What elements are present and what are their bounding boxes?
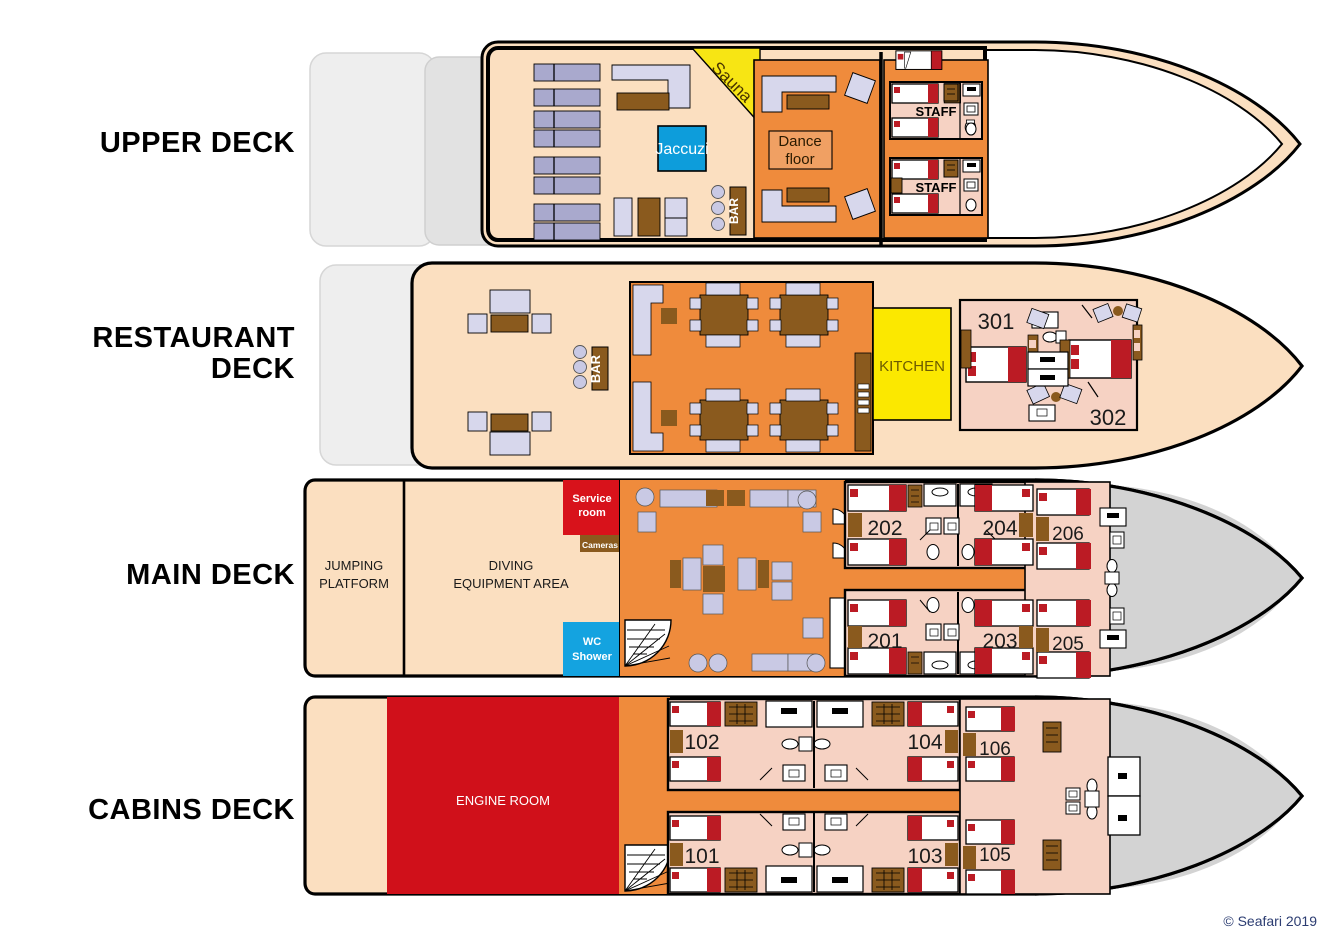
cabin-204-label: 204 [982, 517, 1017, 540]
cabin-205-label: 205 [1052, 634, 1084, 655]
cabin-102-label: 102 [684, 731, 719, 754]
cabin-101-label: 101 [684, 845, 719, 868]
upper-lounge-sofa-aft [611, 64, 691, 111]
cameras-room [580, 535, 620, 552]
wc-shower-label-line2: Shower [572, 651, 612, 663]
upper-deck-boundary [486, 46, 987, 242]
engine-room-label: ENGINE ROOM [456, 793, 550, 808]
wc-shower-label-line1: WC [583, 636, 601, 648]
cabins-corridor [660, 790, 960, 812]
restaurant-bar-label: BAR [588, 354, 603, 383]
upper-bar-label: BAR [727, 198, 741, 224]
upper-bar [711, 185, 747, 236]
deck-cabins [303, 695, 1305, 896]
restaurant-dining-tables [689, 282, 839, 453]
deck-upper: STAFF STAFF [309, 40, 1302, 248]
deck-label-upper: UPPER DECK [99, 127, 295, 159]
dance-floor-label-line2: floor [785, 151, 814, 168]
main-cabins-block [843, 480, 1127, 679]
cabin-301-label: 301 [978, 309, 1015, 334]
diving-area-label-line1: DIVING [489, 558, 534, 573]
restaurant-banquettes [632, 284, 677, 452]
deck-main [303, 478, 1305, 679]
cabin-103-label: 103 [907, 845, 942, 868]
restaurant-bath-core [1027, 351, 1069, 387]
cabin-105-label: 105 [979, 845, 1011, 866]
jumping-platform-label-line1: JUMPING [325, 558, 384, 573]
deck-label-restaurant-line1: RESTAURANT [92, 322, 295, 354]
cabin-302-label: 302 [1090, 405, 1127, 430]
staff-cabin-2: STAFF [889, 157, 983, 216]
copyright-notice: © Seafari 2019 [1223, 913, 1317, 929]
main-corridor [845, 568, 1025, 590]
cabins-block [666, 697, 1141, 896]
restaurant-outdoor-seating [467, 289, 552, 456]
jaccuzi-label: Jaccuzi [655, 141, 708, 158]
cabins-staircase [624, 844, 672, 892]
upper-rear-platform-outer [309, 52, 436, 247]
upper-bow-open-area [984, 49, 1284, 239]
jaccuzi-pool [657, 125, 707, 172]
cameras-label: Cameras [582, 540, 618, 550]
dance-floor-label-line1: Dance [778, 133, 821, 150]
cabin-201-label: 201 [867, 630, 902, 653]
staff-cabin-1-label: STAFF [916, 104, 957, 119]
staff-cabin-2-label: STAFF [916, 180, 957, 195]
cabin-106-label: 106 [979, 739, 1011, 760]
upper-coffee-table-aft [616, 92, 670, 111]
upper-disco-furniture [761, 72, 876, 223]
cabin-203-label: 203 [982, 630, 1017, 653]
restaurant-service-counter [854, 352, 872, 452]
deck-restaurant [319, 261, 1305, 470]
kitchen-label: KITCHEN [879, 358, 945, 375]
restaurant-bar [573, 345, 609, 391]
diving-area-label-line2: EQUIPMENT AREA [453, 576, 569, 591]
upper-seating-group [613, 197, 688, 237]
deck-label-main: MAIN DECK [126, 559, 295, 591]
service-room [563, 480, 620, 535]
service-room-label-line2: room [578, 507, 606, 519]
cabin-206-label: 206 [1052, 524, 1084, 545]
cabin-202-label: 202 [867, 517, 902, 540]
main-saloon-furniture [624, 487, 849, 673]
service-room-label-line1: Service [572, 493, 611, 505]
wc-shower-room [563, 622, 620, 676]
kitchen-room [872, 307, 952, 421]
deck-label-cabins: CABINS DECK [88, 794, 295, 826]
cabin-104-label: 104 [907, 731, 942, 754]
cabin-302 [1026, 302, 1143, 422]
jumping-platform-label-line2: PLATFORM [319, 576, 389, 591]
restaurant-suites-block [958, 298, 1143, 432]
deck-label-restaurant-line2: DECK [210, 353, 295, 386]
dance-floor-area [768, 130, 833, 170]
staff-cabin-1: STAFF [889, 50, 983, 140]
engine-room [387, 697, 619, 894]
